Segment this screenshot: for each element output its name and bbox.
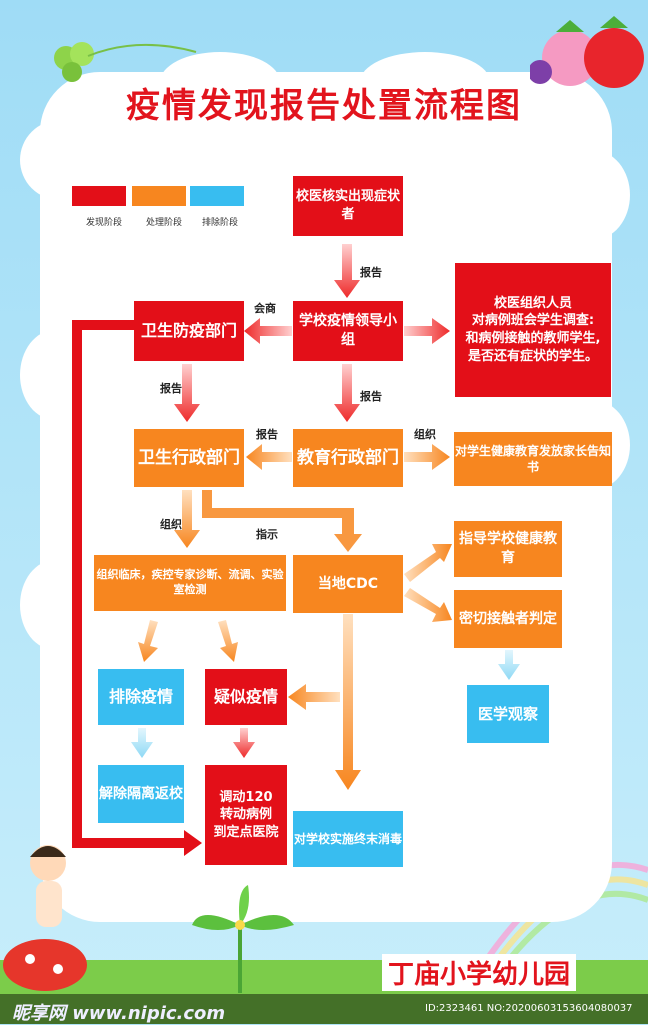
legend-swatch-exclusion <box>190 186 244 206</box>
node-medical-observation: 医学观察 <box>467 685 549 743</box>
legend-swatch-discovery <box>72 186 126 206</box>
strawberry-decoration <box>530 16 644 88</box>
legend-label-exclusion: 排除阶段 <box>202 218 239 228</box>
cloud-puff <box>556 150 630 240</box>
watermark-bar: 昵享网 www.nipic.com ID:2323461 NO:20200603… <box>0 994 648 1024</box>
node-health-education-guidance: 指导学校健康教育 <box>454 521 562 577</box>
school-name: 丁庙小学幼儿园 <box>382 954 577 991</box>
node-leader-group: 学校疫情领导小组 <box>293 301 403 361</box>
cloud-puff <box>20 330 90 420</box>
watermark-id: ID:2323461 NO:20200603153604080037 <box>425 1003 633 1014</box>
legend-swatch-handling <box>132 186 186 206</box>
edge-label-report: 报告 <box>160 382 182 395</box>
edge-label-organize: 组织 <box>414 428 436 441</box>
legend-label-handling: 处理阶段 <box>146 218 183 228</box>
node-transfer-hospital: 调动120 转动病例 到定点医院 <box>205 765 287 865</box>
node-cdc-department: 卫生防疫部门 <box>134 301 244 361</box>
legend-label-discovery: 发现阶段 <box>86 218 123 228</box>
node-symptom: 校医核实出现症状者 <box>293 176 403 236</box>
node-suspected-epidemic: 疑似疫情 <box>205 669 287 725</box>
cloud-puff <box>20 560 90 650</box>
edge-label-instruct: 指示 <box>256 528 278 541</box>
edge-label-consult: 会商 <box>254 302 276 315</box>
node-exclude-epidemic: 排除疫情 <box>98 669 184 725</box>
node-terminal-disinfection: 对学校实施终末消毒 <box>293 811 403 867</box>
node-close-contact: 密切接触者判定 <box>454 590 562 648</box>
cloud-puff <box>160 52 280 112</box>
node-parent-notice: 对学生健康教育发放家长告知书 <box>454 432 612 486</box>
node-investigation: 校医组织人员 对病例班会学生调查: 和病例接触的教师学生, 是否还有症状的学生。 <box>455 263 611 397</box>
node-expert-diagnosis: 组织临床，疾控专家诊断、流调、实验室检测 <box>94 555 286 611</box>
node-local-cdc: 当地CDC <box>293 555 403 613</box>
edge-label-report: 报告 <box>360 390 382 403</box>
clover-decoration <box>54 42 197 82</box>
node-release-isolation: 解除隔离返校 <box>98 765 184 823</box>
node-health-admin: 卫生行政部门 <box>134 429 244 487</box>
edge-label-report: 报告 <box>256 428 278 441</box>
page-title: 疫情发现报告处置流程图 <box>126 86 522 126</box>
edge-label-report: 报告 <box>360 266 382 279</box>
edge-label-organize: 组织 <box>160 518 182 531</box>
node-education-admin: 教育行政部门 <box>293 429 403 487</box>
plant-decoration <box>192 885 294 993</box>
cloud-puff <box>360 52 490 112</box>
watermark-site: 昵享网 www.nipic.com <box>12 1003 226 1024</box>
child-on-mushroom-decoration <box>3 845 87 991</box>
